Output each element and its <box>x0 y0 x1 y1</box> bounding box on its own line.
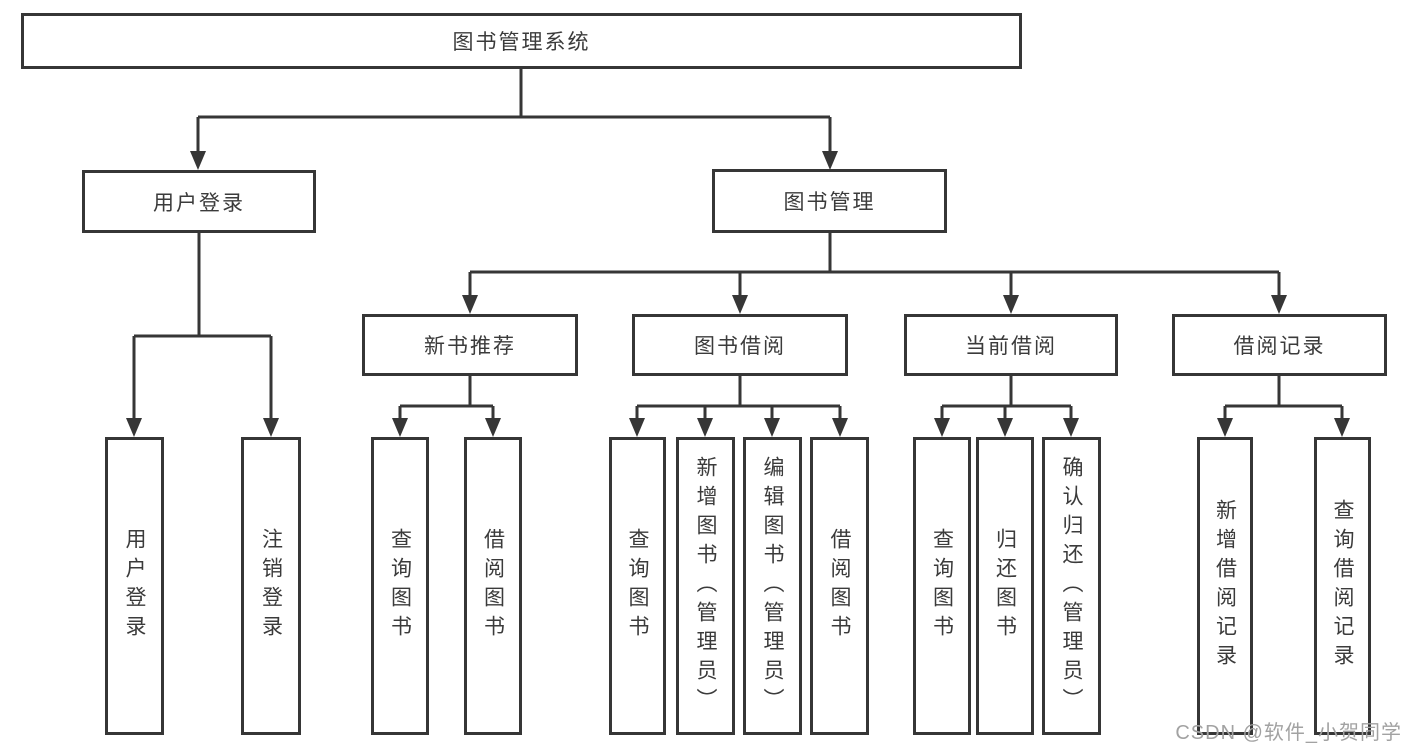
node-label: 用户登录 <box>153 191 245 215</box>
leaf-edit-books-admin: 编辑图书（管理员） <box>743 437 802 735</box>
node-label: 注销登录 <box>259 528 283 644</box>
csdn-watermark: CSDN @软件_小贺同学 <box>1175 722 1402 744</box>
node-label: 编辑图书（管理员） <box>761 455 784 717</box>
node-label: 查询图书 <box>626 528 649 644</box>
leaf-add-books-admin: 新增图书（管理员） <box>676 437 735 735</box>
leaf-confirm-return-admin: 确认归还（管理员） <box>1042 437 1101 735</box>
leaf-return-books: 归还图书 <box>976 437 1034 735</box>
node-label: 借阅图书 <box>481 528 505 644</box>
node-label: 图书管理 <box>783 191 876 214</box>
node-label: 图书借阅 <box>694 335 786 358</box>
node-label: 图书管理系统 <box>452 31 591 54</box>
node-label: 当前借阅 <box>965 335 1057 358</box>
node-label: 新增图书（管理员） <box>694 455 717 717</box>
node-current-borrowing: 当前借阅 <box>904 314 1118 376</box>
node-label: 借阅图书 <box>828 528 851 644</box>
node-borrowing-records: 借阅记录 <box>1172 314 1387 376</box>
leaf-borrow-books-borrowing: 借阅图书 <box>810 437 869 735</box>
leaf-query-books-recommend: 查询图书 <box>371 437 429 735</box>
node-book-borrowing: 图书借阅 <box>632 314 848 376</box>
leaf-add-borrow-record: 新增借阅记录 <box>1197 437 1253 735</box>
node-label: 用户登录 <box>123 528 146 644</box>
node-label: 借阅记录 <box>1233 335 1326 358</box>
node-label: 归还图书 <box>993 528 1017 644</box>
node-label: 查询图书 <box>930 528 954 644</box>
node-book-management-branch: 图书管理 <box>712 169 947 233</box>
leaf-borrow-books-recommend: 借阅图书 <box>464 437 522 735</box>
node-label: 查询借阅记录 <box>1331 499 1354 673</box>
node-label: 新书推荐 <box>424 335 516 358</box>
node-new-book-recommendation: 新书推荐 <box>362 314 578 376</box>
node-label: 确认归还（管理员） <box>1060 455 1083 717</box>
leaf-query-books-current: 查询图书 <box>913 437 971 735</box>
leaf-logout: 注销登录 <box>241 437 301 735</box>
leaf-query-borrow-record: 查询借阅记录 <box>1314 437 1371 735</box>
leaf-user-login: 用户登录 <box>105 437 164 735</box>
node-label: 新增借阅记录 <box>1213 499 1237 673</box>
leaf-query-books-borrowing: 查询图书 <box>609 437 666 735</box>
node-library-management-system: 图书管理系统 <box>21 13 1022 69</box>
node-label: 查询图书 <box>388 528 412 644</box>
node-user-login-branch: 用户登录 <box>82 170 316 233</box>
